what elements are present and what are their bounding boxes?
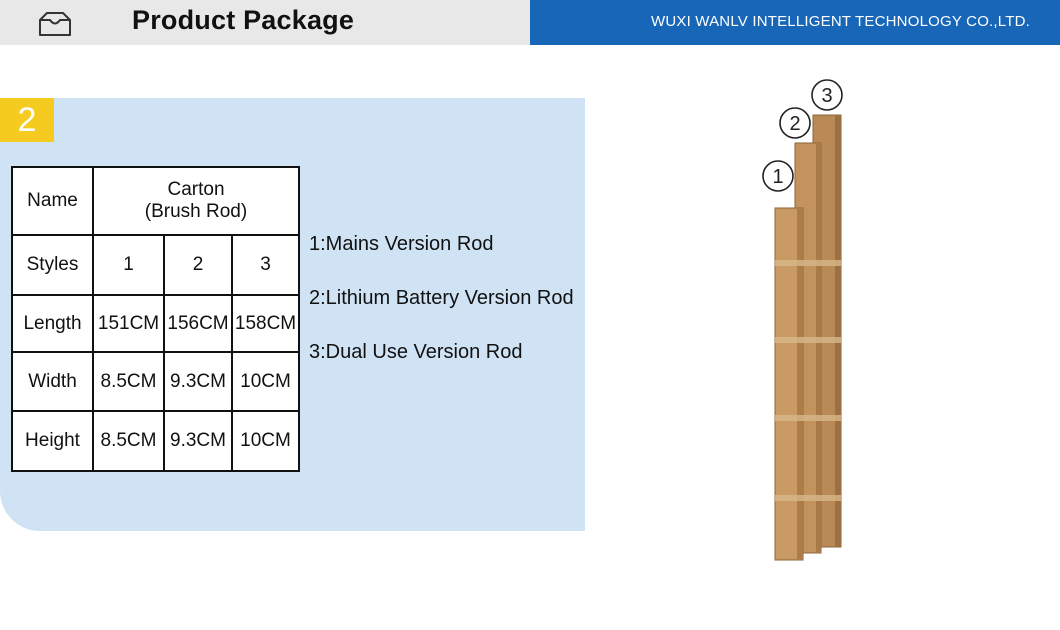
company-name: WUXI WANLV INTELLIGENT TECHNOLOGY CO.,LT… <box>650 13 1030 30</box>
styles-label-cell: Styles <box>11 234 94 296</box>
value-cell: 158CM <box>231 294 300 353</box>
legend-item-3: 3:Dual Use Version Rod <box>309 341 523 363</box>
table-row-height: Height 8.5CM 9.3CM 10CM <box>11 410 300 472</box>
value-cell: 9.3CM <box>163 351 233 412</box>
style-cell: 2 <box>163 234 233 296</box>
value-cell: 10CM <box>231 410 300 472</box>
legend-item-2: 2:Lithium Battery Version Rod <box>309 287 574 309</box>
style-cell: 1 <box>92 234 165 296</box>
package-box-icon <box>39 12 71 36</box>
table-row-styles: Styles 1 2 3 <box>11 234 300 296</box>
svg-text:3: 3 <box>821 85 832 107</box>
value-cell: 151CM <box>92 294 165 353</box>
style-cell: 3 <box>231 234 300 296</box>
page-title: Product Package <box>132 5 355 35</box>
legend-item-1: 1:Mains Version Rod <box>309 233 494 255</box>
product-label-line2: (Brush Rod) <box>144 201 248 222</box>
row-label-cell: Length <box>11 294 94 353</box>
row-label-cell: Height <box>11 410 94 472</box>
table-row-width: Width 8.5CM 9.3CM 10CM <box>11 351 300 412</box>
company-bar: WUXI WANLV INTELLIGENT TECHNOLOGY CO.,LT… <box>530 0 1060 45</box>
name-header-cell: Name <box>11 166 94 236</box>
label-circle-1: 1 <box>762 160 794 192</box>
value-cell: 156CM <box>163 294 233 353</box>
value-cell: 9.3CM <box>163 410 233 472</box>
svg-text:1: 1 <box>772 166 783 188</box>
row-label-cell: Width <box>11 351 94 412</box>
product-label-line1: Carton <box>167 179 225 200</box>
table-row-length: Length 151CM 156CM 158CM <box>11 294 300 353</box>
label-circle-2: 2 <box>779 107 811 139</box>
product-header-cell: Carton (Brush Rod) <box>92 166 300 236</box>
section-number-badge: 2 <box>0 98 54 142</box>
carton-rods-photo: 1 2 3 <box>762 79 843 561</box>
value-cell: 10CM <box>231 351 300 412</box>
svg-text:2: 2 <box>789 113 800 135</box>
label-circle-3: 3 <box>811 79 843 111</box>
table-header-row: Name Carton (Brush Rod) <box>11 166 300 236</box>
package-spec-table: Name Carton (Brush Rod) Styles 1 2 3 Len… <box>11 166 300 472</box>
header-bar: Product Package <box>0 0 530 45</box>
value-cell: 8.5CM <box>92 410 165 472</box>
value-cell: 8.5CM <box>92 351 165 412</box>
